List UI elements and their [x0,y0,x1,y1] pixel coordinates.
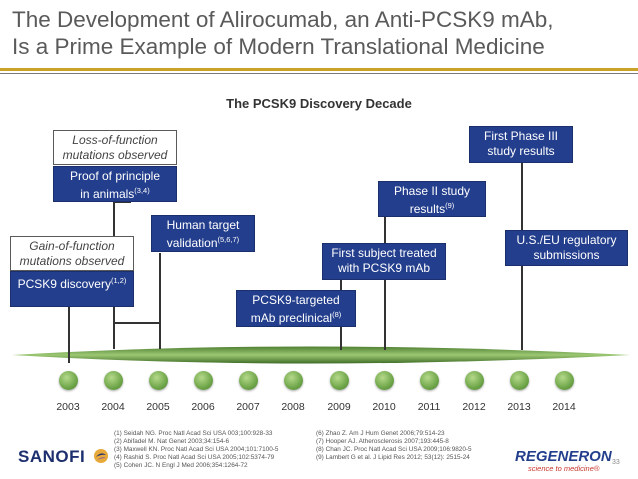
proof-of-principle-box: Proof of principle in animals(3,4) [53,166,177,202]
regeneron-logo: REGENERON [515,448,612,465]
human-target-text-1: Human target [166,218,240,232]
connector-2010 [384,217,386,350]
connector-2004-b [113,322,115,348]
year-label-2013: 2013 [507,401,531,413]
proof-of-principle-line-2: in animals(3,4) [58,184,172,202]
year-label-2003: 2003 [56,401,80,413]
year-marker-2010 [375,371,394,390]
regulatory-text-1: U.S./EU regulatory [516,233,617,247]
reference-9: (9) Lambert G et al. J Lipid Res 2012; 5… [316,454,470,462]
year-label-2014: 2014 [552,401,576,413]
first-subject-text-2: with PCSK9 mAb [337,260,431,275]
connector-2003 [68,307,70,363]
year-marker-2012 [465,371,484,390]
year-marker-2006 [194,371,213,390]
sanofi-bird-icon [94,449,109,463]
gain-of-function-label: Gain-of-function mutations observed [10,236,134,271]
year-marker-2005 [149,371,168,390]
phase2-line-2: results(9) [383,199,481,217]
year-label-2004: 2004 [101,401,125,413]
phase2-text-2: results [409,201,446,216]
references-left: (1) Seidah NG. Proc Natl Acad Sci USA 00… [114,430,278,470]
phase3-text-2: study results [487,143,555,158]
regeneron-tagline: science to medicine® [528,464,600,473]
year-label-2005: 2005 [146,401,170,413]
year-marker-2007 [239,371,258,390]
year-marker-2004 [104,371,123,390]
mab-preclinical-box: PCSK9-targeted mAb preclinical(8) [236,290,356,327]
year-label-2010: 2010 [372,401,396,413]
year-label-2008: 2008 [281,401,305,413]
phase2-box: Phase II study results(9) [378,181,486,217]
sanofi-logo-text: SANOFI [18,447,86,466]
year-label-2009: 2009 [327,401,351,413]
mab-preclinical-text-2: mAb preclinical [250,310,333,325]
title-rule-grey [0,73,638,74]
pcsk9-discovery-ref: (1,2) [110,276,127,285]
phase3-text-1: First Phase III [483,129,559,143]
proof-of-principle-text-1: Proof of principle [69,169,161,183]
reference-7: (7) Hooper AJ. Atherosclerosis 2007;193:… [316,438,449,446]
diagram-subtitle: The PCSK9 Discovery Decade [226,96,412,111]
proof-of-principle-ref: (3,4) [134,185,150,195]
year-marker-2011 [420,371,439,390]
human-target-ref: (5,6,7) [217,234,240,244]
phase2-ref: (9) [445,200,455,210]
human-target-line-2: validation(5,6,7) [156,233,250,251]
year-label-2006: 2006 [191,401,215,413]
reference-3: (3) Maxwell KN. Proc Natl Acad Sci USA 2… [114,446,279,454]
title-line-1: The Development of Alirocumab, an Anti-P… [12,7,554,32]
proof-of-principle-text-2: in animals [80,186,135,201]
phase3-box: First Phase III study results [469,126,573,163]
first-subject-text-1: First subject treated [331,246,437,260]
sanofi-logo: SANOFI [18,447,109,467]
reference-8: (8) Chan JC. Proc Natl Acad Sci USA 2009… [316,446,472,454]
references-right: (6) Zhao Z. Am J Hum Genet 2006;79:514-2… [316,430,472,462]
mab-preclinical-ref: (8) [332,309,342,319]
human-target-text-2: validation [166,235,218,250]
year-label-2007: 2007 [236,401,260,413]
phase2-text-1: Phase II study [393,184,471,198]
mab-preclinical-line-2: mAb preclinical(8) [241,308,351,326]
year-marker-2003 [59,371,78,390]
reference-4: (4) Rashid S. Proc Natl Acad Sci USA 200… [114,454,275,462]
mab-preclinical-text-1: PCSK9-targeted [252,293,340,307]
human-target-box: Human target validation(5,6,7) [151,215,255,252]
year-marker-2008 [284,371,303,390]
connector-2013-b [521,266,523,350]
title-rule-gold [0,68,638,71]
pcsk9-discovery-text-1: PCSK9 discovery [17,277,111,291]
reference-2: (2) Abifadel M. Nat Genet 2003;34:154-6 [114,438,230,446]
page-number: 33 [612,459,620,466]
reference-6: (6) Zhao Z. Am J Hum Genet 2006;79:514-2… [316,430,445,437]
year-marker-2014 [555,371,574,390]
reference-1: (1) Seidah NG. Proc Natl Acad Sci USA 00… [114,430,273,437]
pcsk9-discovery-box: PCSK9 discovery(1,2) [10,271,134,307]
title-line-2: Is a Prime Example of Modern Translation… [12,34,545,59]
year-label-2011: 2011 [417,401,441,413]
loss-of-function-label: Loss-of-function mutations observed [53,130,177,165]
reference-5: (5) Cohen JC. N Engl J Med 2006;354:1264… [114,462,248,470]
first-subject-box: First subject treated with PCSK9 mAb [322,243,446,280]
year-marker-2013 [510,371,529,390]
slide-title: The Development of Alirocumab, an Anti-P… [12,6,632,60]
year-marker-2009 [330,371,349,390]
connector-2005 [159,253,161,349]
year-label-2012: 2012 [462,401,486,413]
connector-2004-b-h [113,322,159,324]
regulatory-box: U.S./EU regulatory submissions [505,230,628,266]
regulatory-text-2: submissions [533,247,600,262]
